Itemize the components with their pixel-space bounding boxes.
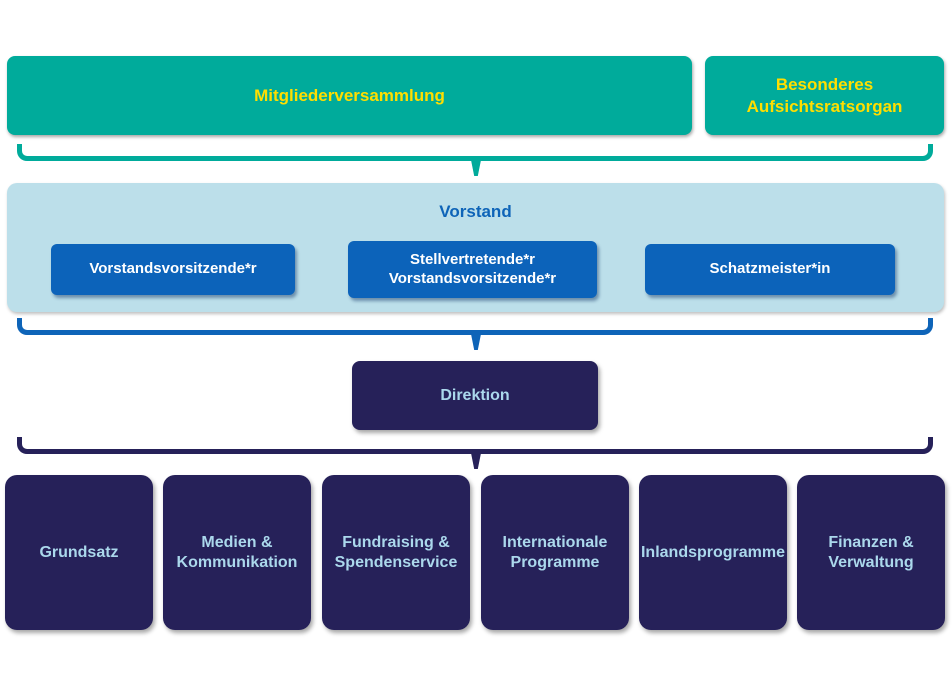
board-role-chairperson: Vorstandsvorsitzende*r [51, 244, 295, 295]
supervisory-body-box: Besonderes Aufsichtsratsorgan [705, 56, 944, 135]
bracket-direction-connector-arrow [471, 453, 481, 469]
direction-box: Direktion [352, 361, 598, 430]
department-internationale-programme-box: Internationale Programme [481, 475, 629, 630]
members-assembly-box: Mitgliederversammlung [7, 56, 692, 135]
department-fundraising-spendenservice-box: Fundraising & Spendenservice [322, 475, 470, 630]
board-role-treasurer: Schatzmeister*in [645, 244, 895, 295]
bracket-board-to-direction [17, 318, 933, 335]
department-inlandsprogramme-box: Inlandsprogramme [639, 475, 787, 630]
bracket-direction-to-departments [17, 437, 933, 454]
department-medien-kommunikation-box: Medien & Kommunikation [163, 475, 311, 630]
bracket-top-to-board [17, 144, 933, 161]
bracket-top-connector-arrow [471, 160, 481, 176]
department-grundsatz-box: Grundsatz [5, 475, 153, 630]
board-role-deputy-chairperson: Stellvertretende*r Vorstandsvorsitzende*… [348, 241, 597, 298]
board-panel-title: Vorstand [439, 202, 512, 221]
bracket-board-connector-arrow [471, 334, 481, 350]
department-finanzen-verwaltung-box: Finanzen & Verwaltung [797, 475, 945, 630]
